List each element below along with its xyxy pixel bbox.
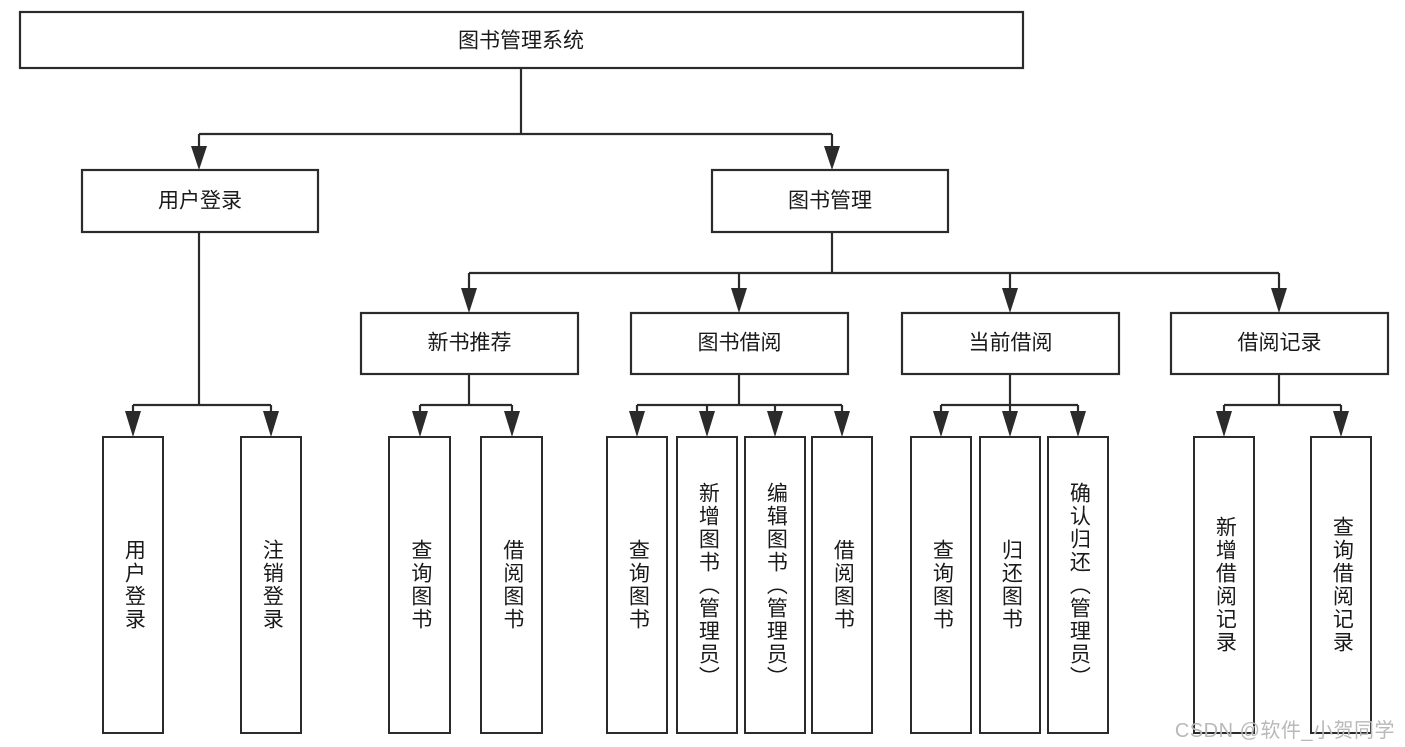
arrowhead-leaf-current-borrow-2 xyxy=(1070,411,1086,437)
leaf-box-book-borrow-0[interactable] xyxy=(606,436,668,734)
leaf-label-current-borrow-2: 确认归还（管理员） xyxy=(1067,481,1091,689)
leaf-box-book-borrow-2[interactable] xyxy=(744,436,806,734)
leaf-node-user-login-1[interactable]: 注销登录 xyxy=(240,436,302,734)
node-user-login-label: 用户登录 xyxy=(158,190,242,213)
node-root-box[interactable] xyxy=(18,10,1025,70)
leaf-label-new-book-1: 借阅图书 xyxy=(500,539,524,631)
node-borrow-record-label: 借阅记录 xyxy=(1238,332,1322,355)
leaf-box-current-borrow-0[interactable] xyxy=(910,436,972,734)
leaf-label-borrow-record-1: 查询借阅记录 xyxy=(1330,516,1354,654)
arrowhead-current-borrow xyxy=(1002,288,1018,313)
arrowhead-borrow-record xyxy=(1271,288,1287,313)
leaf-node-user-login-0[interactable]: 用户登录 xyxy=(102,436,164,734)
node-borrow-record[interactable]: 借阅记录 xyxy=(1169,311,1390,376)
leaf-node-book-borrow-3[interactable]: 借阅图书 xyxy=(811,436,873,734)
leaf-node-book-borrow-0[interactable]: 查询图书 xyxy=(606,436,668,734)
node-book-management-box[interactable] xyxy=(710,168,950,234)
arrowhead-leaf-user-login-1 xyxy=(263,411,279,437)
leaf-box-current-borrow-2[interactable] xyxy=(1047,436,1109,734)
node-new-book-recommend[interactable]: 新书推荐 xyxy=(359,311,580,376)
arrowhead-leaf-book-borrow-0 xyxy=(629,411,645,437)
node-root-label: 图书管理系统 xyxy=(458,30,584,53)
leaf-box-new-book-1[interactable] xyxy=(480,436,543,734)
leaf-label-book-borrow-0: 查询图书 xyxy=(626,539,650,631)
arrowhead-leaf-book-borrow-2 xyxy=(767,411,783,437)
leaf-node-new-book-1[interactable]: 借阅图书 xyxy=(480,436,543,734)
connector-layer xyxy=(125,68,1349,437)
arrowhead-leaf-borrow-record-1 xyxy=(1333,411,1349,437)
node-new-book-recommend-label: 新书推荐 xyxy=(428,332,512,355)
leaf-label-user-login-1: 注销登录 xyxy=(260,539,284,631)
node-book-borrow[interactable]: 图书借阅 xyxy=(629,311,850,376)
arrowhead-leaf-user-login-0 xyxy=(125,411,141,437)
node-book-borrow-box[interactable] xyxy=(629,311,850,376)
leaf-node-book-borrow-1[interactable]: 新增图书（管理员） xyxy=(676,436,738,734)
leaf-box-current-borrow-1[interactable] xyxy=(979,436,1041,734)
leaf-label-book-borrow-1: 新增图书（管理员） xyxy=(696,481,720,689)
leaf-label-book-borrow-3: 借阅图书 xyxy=(831,539,855,631)
arrowhead-new-book-recommend xyxy=(461,288,477,313)
leaf-node-current-borrow-2[interactable]: 确认归还（管理员） xyxy=(1047,436,1109,734)
leaf-label-current-borrow-0: 查询图书 xyxy=(930,539,954,631)
leaf-label-book-borrow-2: 编辑图书（管理员） xyxy=(764,481,788,689)
arrowhead-leaf-new-book-0 xyxy=(412,411,428,437)
leaf-node-borrow-record-0[interactable]: 新增借阅记录 xyxy=(1193,436,1255,734)
node-user-login[interactable]: 用户登录 xyxy=(80,168,320,234)
arrowhead-leaf-current-borrow-1 xyxy=(1002,411,1018,437)
arrowhead-leaf-current-borrow-0 xyxy=(933,411,949,437)
leaf-node-current-borrow-0[interactable]: 查询图书 xyxy=(910,436,972,734)
arrowhead-leaf-new-book-1 xyxy=(504,411,520,437)
leaf-label-borrow-record-0: 新增借阅记录 xyxy=(1213,516,1237,654)
leaf-node-book-borrow-2[interactable]: 编辑图书（管理员） xyxy=(744,436,806,734)
leaf-box-book-borrow-3[interactable] xyxy=(811,436,873,734)
leaf-label-user-login-0: 用户登录 xyxy=(122,539,146,631)
node-root[interactable]: 图书管理系统 xyxy=(18,10,1025,70)
node-book-management-label: 图书管理 xyxy=(788,190,872,213)
node-new-book-recommend-box[interactable] xyxy=(359,311,580,376)
arrowhead-leaf-book-borrow-1 xyxy=(699,411,715,437)
node-user-login-box[interactable] xyxy=(80,168,320,234)
leaf-box-borrow-record-1[interactable] xyxy=(1310,436,1372,734)
csdn-watermark: CSDN @软件_小贺同学 xyxy=(1174,720,1395,742)
leaf-box-borrow-record-0[interactable] xyxy=(1193,436,1255,734)
leaf-box-book-borrow-1[interactable] xyxy=(676,436,738,734)
node-book-borrow-label: 图书借阅 xyxy=(698,332,782,355)
leaf-box-new-book-0[interactable] xyxy=(388,436,451,734)
leaf-label-new-book-0: 查询图书 xyxy=(408,539,432,631)
arrowhead-leaf-book-borrow-3 xyxy=(834,411,850,437)
leaf-box-user-login-1[interactable] xyxy=(240,436,302,734)
arrowhead-user-login xyxy=(191,146,207,170)
leaf-node-current-borrow-1[interactable]: 归还图书 xyxy=(979,436,1041,734)
node-book-management[interactable]: 图书管理 xyxy=(710,168,950,234)
arrowhead-book-mgmt xyxy=(824,146,840,170)
arrowhead-book-borrow xyxy=(731,288,747,313)
node-borrow-record-box[interactable] xyxy=(1169,311,1390,376)
leaf-box-user-login-0[interactable] xyxy=(102,436,164,734)
node-current-borrow[interactable]: 当前借阅 xyxy=(900,311,1121,376)
arrowhead-leaf-borrow-record-0 xyxy=(1216,411,1232,437)
node-current-borrow-label: 当前借阅 xyxy=(969,332,1053,355)
leaf-label-current-borrow-1: 归还图书 xyxy=(999,539,1023,631)
leaf-node-new-book-0[interactable]: 查询图书 xyxy=(388,436,451,734)
leaf-node-borrow-record-1[interactable]: 查询借阅记录 xyxy=(1310,436,1372,734)
node-current-borrow-box[interactable] xyxy=(900,311,1121,376)
